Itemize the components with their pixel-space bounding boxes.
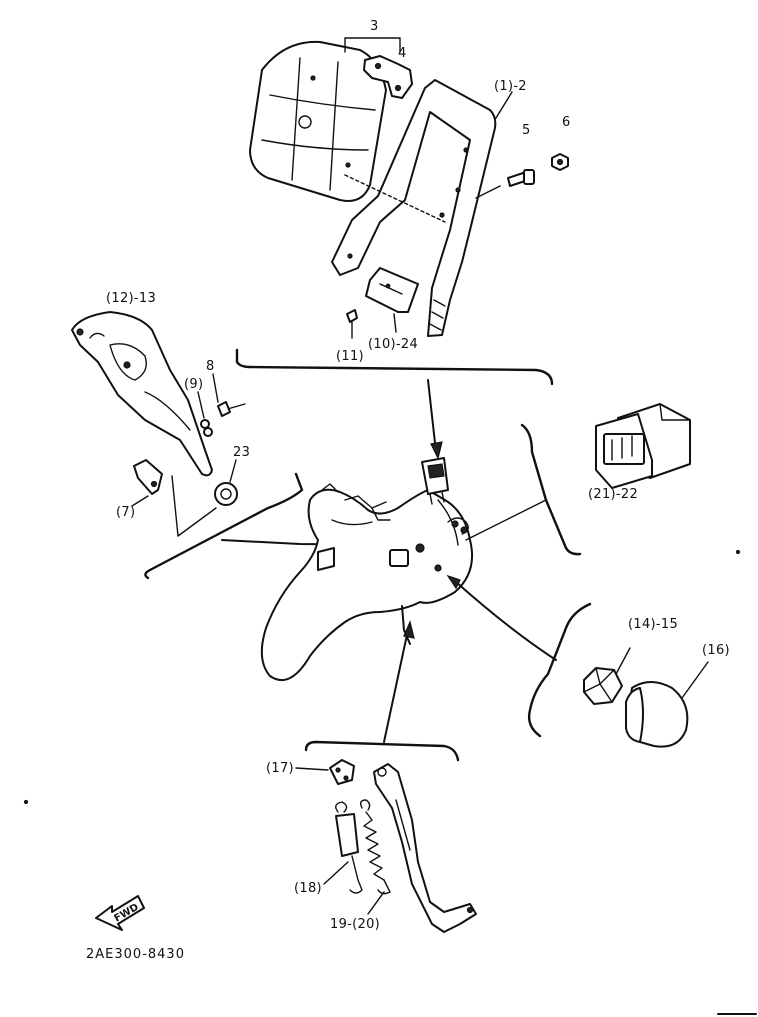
lens-nut: [583, 667, 623, 705]
washer: [200, 419, 213, 437]
sidestand: [373, 763, 477, 933]
clamp: [133, 459, 163, 495]
label-12: (12)-13: [106, 291, 156, 306]
label-10: (10)-24: [368, 337, 418, 352]
leader-line-16: [681, 661, 709, 699]
label-6: 6: [562, 115, 571, 130]
spring-19: [359, 799, 391, 895]
leader-line-7: [131, 495, 149, 507]
label-16: (16): [702, 643, 730, 658]
front-cover: [71, 311, 213, 477]
group-bracket-stand: [304, 740, 460, 762]
stand-plate: [329, 759, 355, 785]
frame-assembly: [260, 457, 474, 681]
leader-line-14: [615, 647, 631, 675]
dash-line: [344, 174, 446, 223]
label-7: (7): [116, 505, 135, 520]
group-bracket-right: [520, 423, 582, 556]
group-bracket-left: [144, 472, 304, 580]
leader-lines-7-23: [171, 475, 217, 537]
label-17: (17): [266, 761, 294, 776]
leader-line-10: [393, 313, 397, 333]
leader-line-23: [229, 459, 237, 483]
backrest-pad: [249, 40, 387, 202]
screw: [217, 401, 246, 417]
label-9: (9): [184, 377, 203, 392]
relay-coupler: [595, 403, 691, 489]
seat-pad: [365, 267, 419, 313]
label-14: (14)-15: [628, 617, 678, 632]
group-bracket-top: [235, 348, 554, 386]
diagram-code: 2AE300-8430: [86, 947, 185, 962]
group-bracket-lens: [527, 602, 592, 738]
rivet: [346, 309, 358, 323]
label-19: 19-(20): [330, 917, 380, 932]
label-21: (21)-22: [588, 487, 638, 502]
leader-line-9: [197, 391, 205, 419]
arrow-lens: [455, 581, 557, 661]
backrest-frame: [331, 79, 497, 337]
label-23: 23: [233, 445, 250, 460]
leader-line-1b: [495, 91, 513, 119]
leader-line-17: [295, 767, 329, 771]
label-3: 3: [370, 19, 379, 34]
leader-line-1: [475, 185, 501, 199]
leader-line-3: [344, 37, 401, 53]
dot-mark: [735, 549, 741, 555]
arrow-stand: [383, 629, 409, 743]
label-1: (1)-2: [494, 79, 527, 94]
leader-line-8: [212, 373, 219, 403]
label-4: 4: [398, 46, 407, 61]
leader-line-center: [465, 499, 547, 541]
backrest-bracket: [363, 55, 413, 99]
lens-bulb: [625, 681, 689, 748]
spring-18: [335, 801, 363, 894]
nut: [551, 153, 569, 171]
leader-line-18: [323, 861, 349, 885]
cap: [214, 482, 238, 506]
arrow-top: [427, 379, 437, 453]
label-18: (18): [294, 881, 322, 896]
bolt: [507, 169, 535, 187]
forward-arrow-icon: [95, 895, 145, 931]
leader-line-19: [367, 891, 385, 915]
dot-mark: [23, 799, 29, 805]
label-5: 5: [522, 123, 531, 138]
label-11: (11): [336, 349, 364, 364]
label-8: 8: [206, 359, 215, 374]
